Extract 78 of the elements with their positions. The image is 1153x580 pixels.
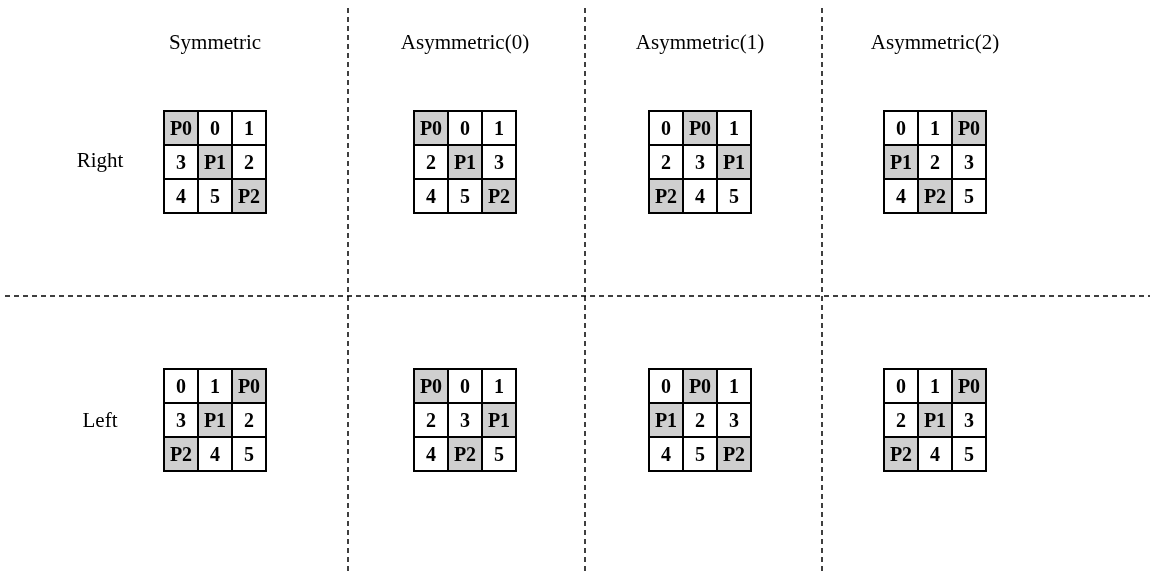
row-heading: Right: [76, 148, 124, 173]
grid-cell: P2: [482, 179, 516, 213]
grid-cell: 4: [918, 437, 952, 471]
grid-cell: 2: [414, 403, 448, 437]
grid-cell: 5: [232, 437, 266, 471]
grid-cell: 2: [683, 403, 717, 437]
grid-cell: 0: [164, 369, 198, 403]
grid-cell: 4: [649, 437, 683, 471]
grid-cell: P1: [918, 403, 952, 437]
grid-cell: 3: [952, 403, 986, 437]
grid-cell: 1: [918, 369, 952, 403]
grid-cell: 3: [683, 145, 717, 179]
grid-cell: 0: [649, 111, 683, 145]
grid-cell: 5: [482, 437, 516, 471]
grid-cell: 2: [414, 145, 448, 179]
grid-cell: 4: [414, 437, 448, 471]
grid-cell: P0: [414, 369, 448, 403]
grid-cell: 5: [952, 179, 986, 213]
grid-cell: P0: [952, 111, 986, 145]
grid-cell: 3: [164, 145, 198, 179]
grid-cell: 3: [482, 145, 516, 179]
grid-cell: 0: [448, 369, 482, 403]
grid-cell: P2: [717, 437, 751, 471]
grid-cell: P2: [164, 437, 198, 471]
grid-cell: P2: [232, 179, 266, 213]
grid-cell: P2: [448, 437, 482, 471]
grid-cell: P2: [649, 179, 683, 213]
grid-cell: P1: [198, 403, 232, 437]
grid-cell: 2: [232, 403, 266, 437]
grid-cell: P0: [952, 369, 986, 403]
grid-cell: 2: [232, 145, 266, 179]
grid-cell: 4: [414, 179, 448, 213]
grid-cell: 3: [717, 403, 751, 437]
grid-cell: P1: [717, 145, 751, 179]
grid-cell: P1: [649, 403, 683, 437]
grid-cell: P1: [198, 145, 232, 179]
grid-cell: P0: [414, 111, 448, 145]
grid-cell: P2: [884, 437, 918, 471]
row-heading: Left: [82, 408, 118, 433]
column-heading: Asymmetric(2): [870, 30, 1000, 55]
grid-cell: 1: [198, 369, 232, 403]
grid-cell: 4: [884, 179, 918, 213]
grid-cell: 4: [683, 179, 717, 213]
grid-cell: 2: [918, 145, 952, 179]
grid-cell: 0: [884, 369, 918, 403]
column-heading: Symmetric: [168, 30, 262, 55]
grid-cell: 2: [884, 403, 918, 437]
grid-cell: 1: [918, 111, 952, 145]
grid-cell: 3: [952, 145, 986, 179]
grid-cell: 3: [448, 403, 482, 437]
grid-cell: 5: [448, 179, 482, 213]
grid-cell: 5: [952, 437, 986, 471]
column-heading: Asymmetric(1): [635, 30, 765, 55]
grid-cell: 1: [717, 369, 751, 403]
column-heading: Asymmetric(0): [400, 30, 530, 55]
grid-cell: 2: [649, 145, 683, 179]
grid-cell: P0: [683, 111, 717, 145]
grid-cell: 0: [884, 111, 918, 145]
grid-cell: 4: [164, 179, 198, 213]
grid-cell: P2: [918, 179, 952, 213]
grid-cell: 5: [683, 437, 717, 471]
grid-cell: P0: [164, 111, 198, 145]
grid-cell: 1: [717, 111, 751, 145]
grid-cell: 3: [164, 403, 198, 437]
grid-cell: 0: [198, 111, 232, 145]
grid-cell: 5: [717, 179, 751, 213]
grid-cell: P1: [884, 145, 918, 179]
grid-cell: 1: [232, 111, 266, 145]
grid-cell: P1: [448, 145, 482, 179]
grid-cell: 1: [482, 369, 516, 403]
grid-cell: 0: [448, 111, 482, 145]
grid-cell: 0: [649, 369, 683, 403]
grid-cell: 1: [482, 111, 516, 145]
grid-cell: P0: [683, 369, 717, 403]
grid-cell: 4: [198, 437, 232, 471]
grid-cell: P1: [482, 403, 516, 437]
grid-cell: 5: [198, 179, 232, 213]
grid-cell: P0: [232, 369, 266, 403]
